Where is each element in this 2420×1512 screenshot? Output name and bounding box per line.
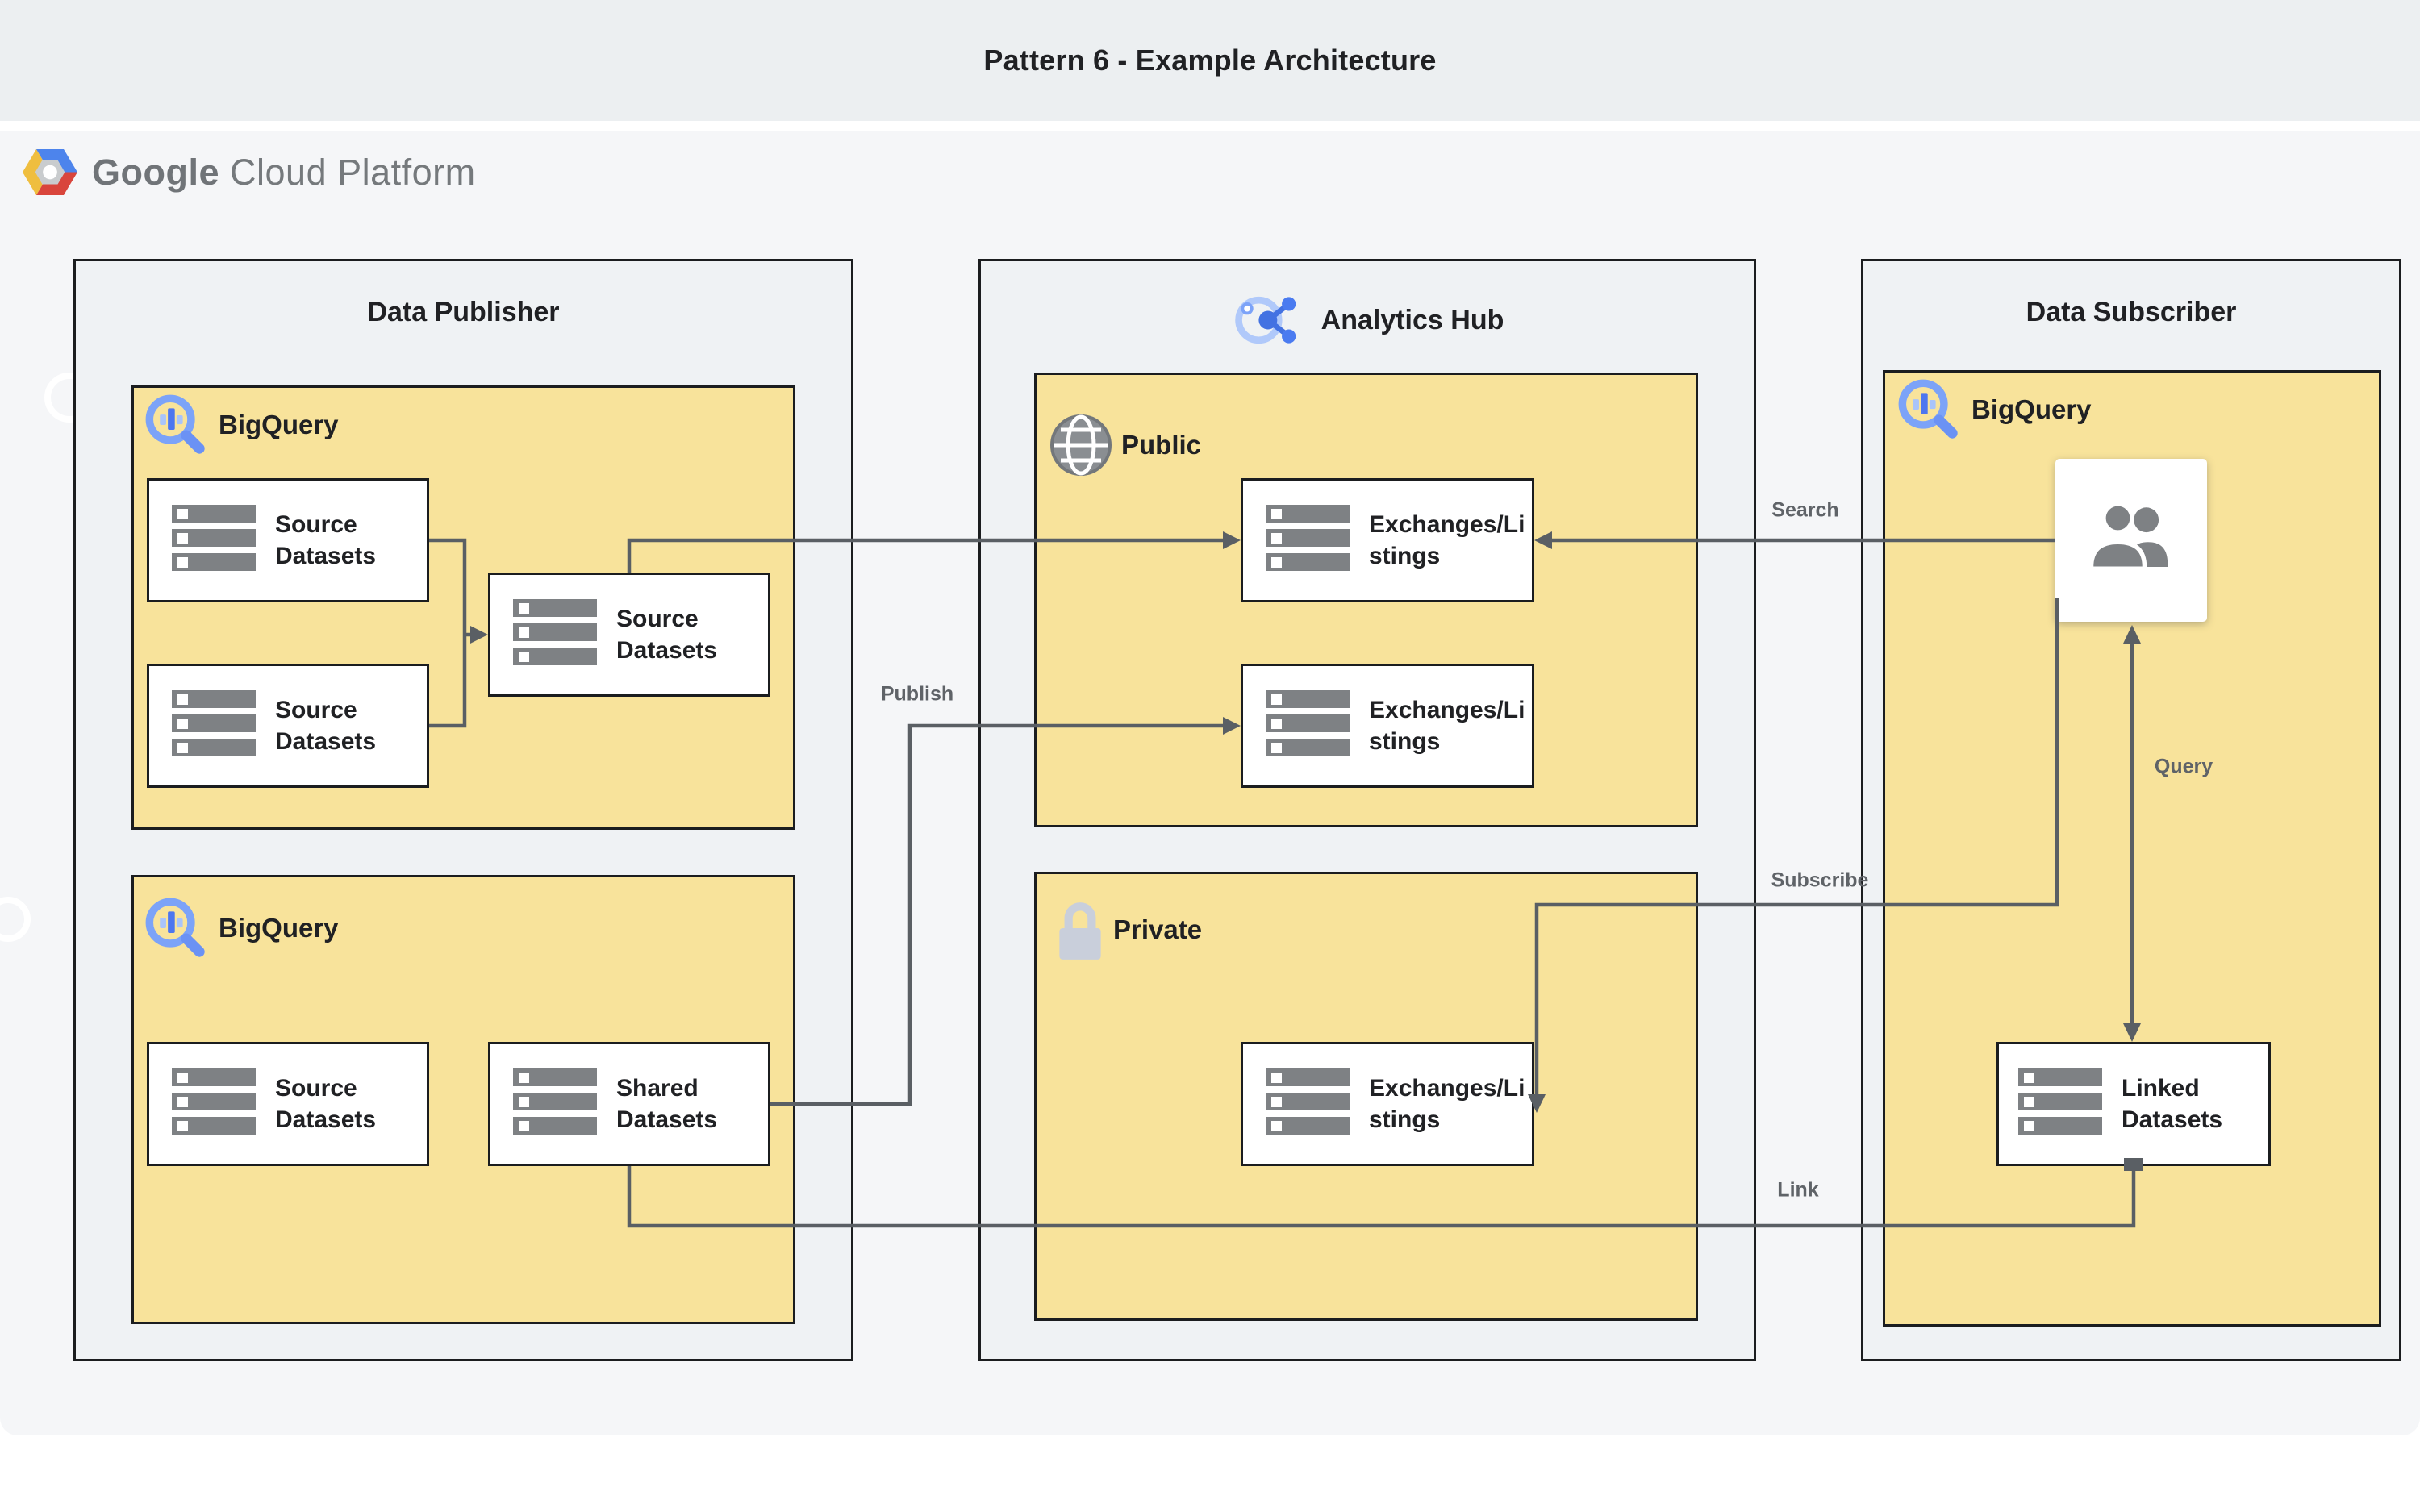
search-edge-label: Search: [1771, 498, 1839, 522]
datasets-icon: [172, 690, 257, 761]
source-datasets-node-2: Source Datasets: [147, 664, 429, 788]
shared-datasets-node: Shared Datasets: [488, 1042, 770, 1166]
bigquery-header-bottom: BigQuery: [141, 893, 339, 963]
link-edge-label: Link: [1777, 1178, 1819, 1202]
node-label: Exchanges/Listings: [1369, 511, 1525, 569]
source-datasets-node-3: Source Datasets: [488, 573, 770, 697]
data-publisher-title: Data Publisher: [367, 297, 560, 327]
bigquery-icon: [1894, 375, 1963, 444]
private-header: Private: [1055, 897, 1202, 963]
node-label: Source Datasets: [616, 606, 718, 664]
query-edge-label: Query: [2154, 755, 2213, 778]
gcp-logo-brand: Google: [92, 151, 219, 193]
source-datasets-node-1: Source Datasets: [147, 478, 429, 602]
linked-datasets-node: Linked Datasets: [1996, 1042, 2271, 1166]
gcp-logo-product: Cloud Platform: [230, 151, 476, 193]
gcp-logo: Google Cloud Platform: [23, 147, 476, 198]
bigquery-icon: [141, 390, 211, 460]
bigquery-header-subscriber: BigQuery: [1894, 375, 2092, 444]
bigquery-label: BigQuery: [219, 410, 339, 439]
bigquery-icon: [141, 893, 211, 963]
analytics-hub-title-text: Analytics Hub: [1321, 304, 1504, 335]
exchanges-listings-node-2: Exchanges/Listings: [1241, 664, 1534, 788]
analytics-hub-icon: [1231, 285, 1300, 355]
exchanges-listings-node-3: Exchanges/Listings: [1241, 1042, 1534, 1166]
exchanges-listings-node-1: Exchanges/Listings: [1241, 478, 1534, 602]
gcp-hexagon-icon: [23, 147, 77, 198]
bigquery-label: BigQuery: [219, 913, 339, 943]
subscribe-edge-label: Subscribe: [1771, 868, 1869, 892]
datasets-icon: [513, 599, 599, 670]
node-label: Shared Datasets: [616, 1075, 718, 1133]
public-header: Public: [1049, 413, 1201, 477]
datasets-icon: [1266, 690, 1351, 761]
artifact-ring: [0, 897, 31, 942]
datasets-icon: [172, 1068, 257, 1139]
public-label: Public: [1121, 430, 1202, 460]
analytics-hub-title: Analytics Hub: [981, 285, 1754, 355]
globe-icon: [1049, 413, 1113, 477]
bigquery-label: BigQuery: [1971, 394, 2092, 424]
node-label: Source Datasets: [275, 697, 377, 755]
node-label: Source Datasets: [275, 1075, 377, 1133]
data-subscriber-users-card: [2055, 459, 2207, 622]
title-bar: Pattern 6 - Example Architecture: [0, 0, 2420, 121]
datasets-icon: [1266, 1068, 1351, 1139]
node-label: Source Datasets: [275, 511, 377, 569]
datasets-icon: [2018, 1068, 2104, 1139]
lock-icon: [1055, 897, 1105, 963]
node-label: Exchanges/Listings: [1369, 697, 1525, 755]
bigquery-header-top: BigQuery: [141, 390, 339, 460]
gcp-logo-text: Google Cloud Platform: [92, 152, 476, 194]
datasets-icon: [1266, 505, 1351, 576]
private-label: Private: [1113, 914, 1203, 944]
users-icon: [2082, 496, 2180, 585]
source-datasets-node-4: Source Datasets: [147, 1042, 429, 1166]
node-label: Linked Datasets: [2122, 1075, 2223, 1133]
page-title: Pattern 6 - Example Architecture: [983, 44, 1437, 77]
publish-edge-label: Publish: [880, 682, 954, 706]
datasets-icon: [513, 1068, 599, 1139]
datasets-icon: [172, 505, 257, 576]
data-subscriber-title: Data Subscriber: [2026, 297, 2237, 327]
node-label: Exchanges/Listings: [1369, 1075, 1525, 1133]
